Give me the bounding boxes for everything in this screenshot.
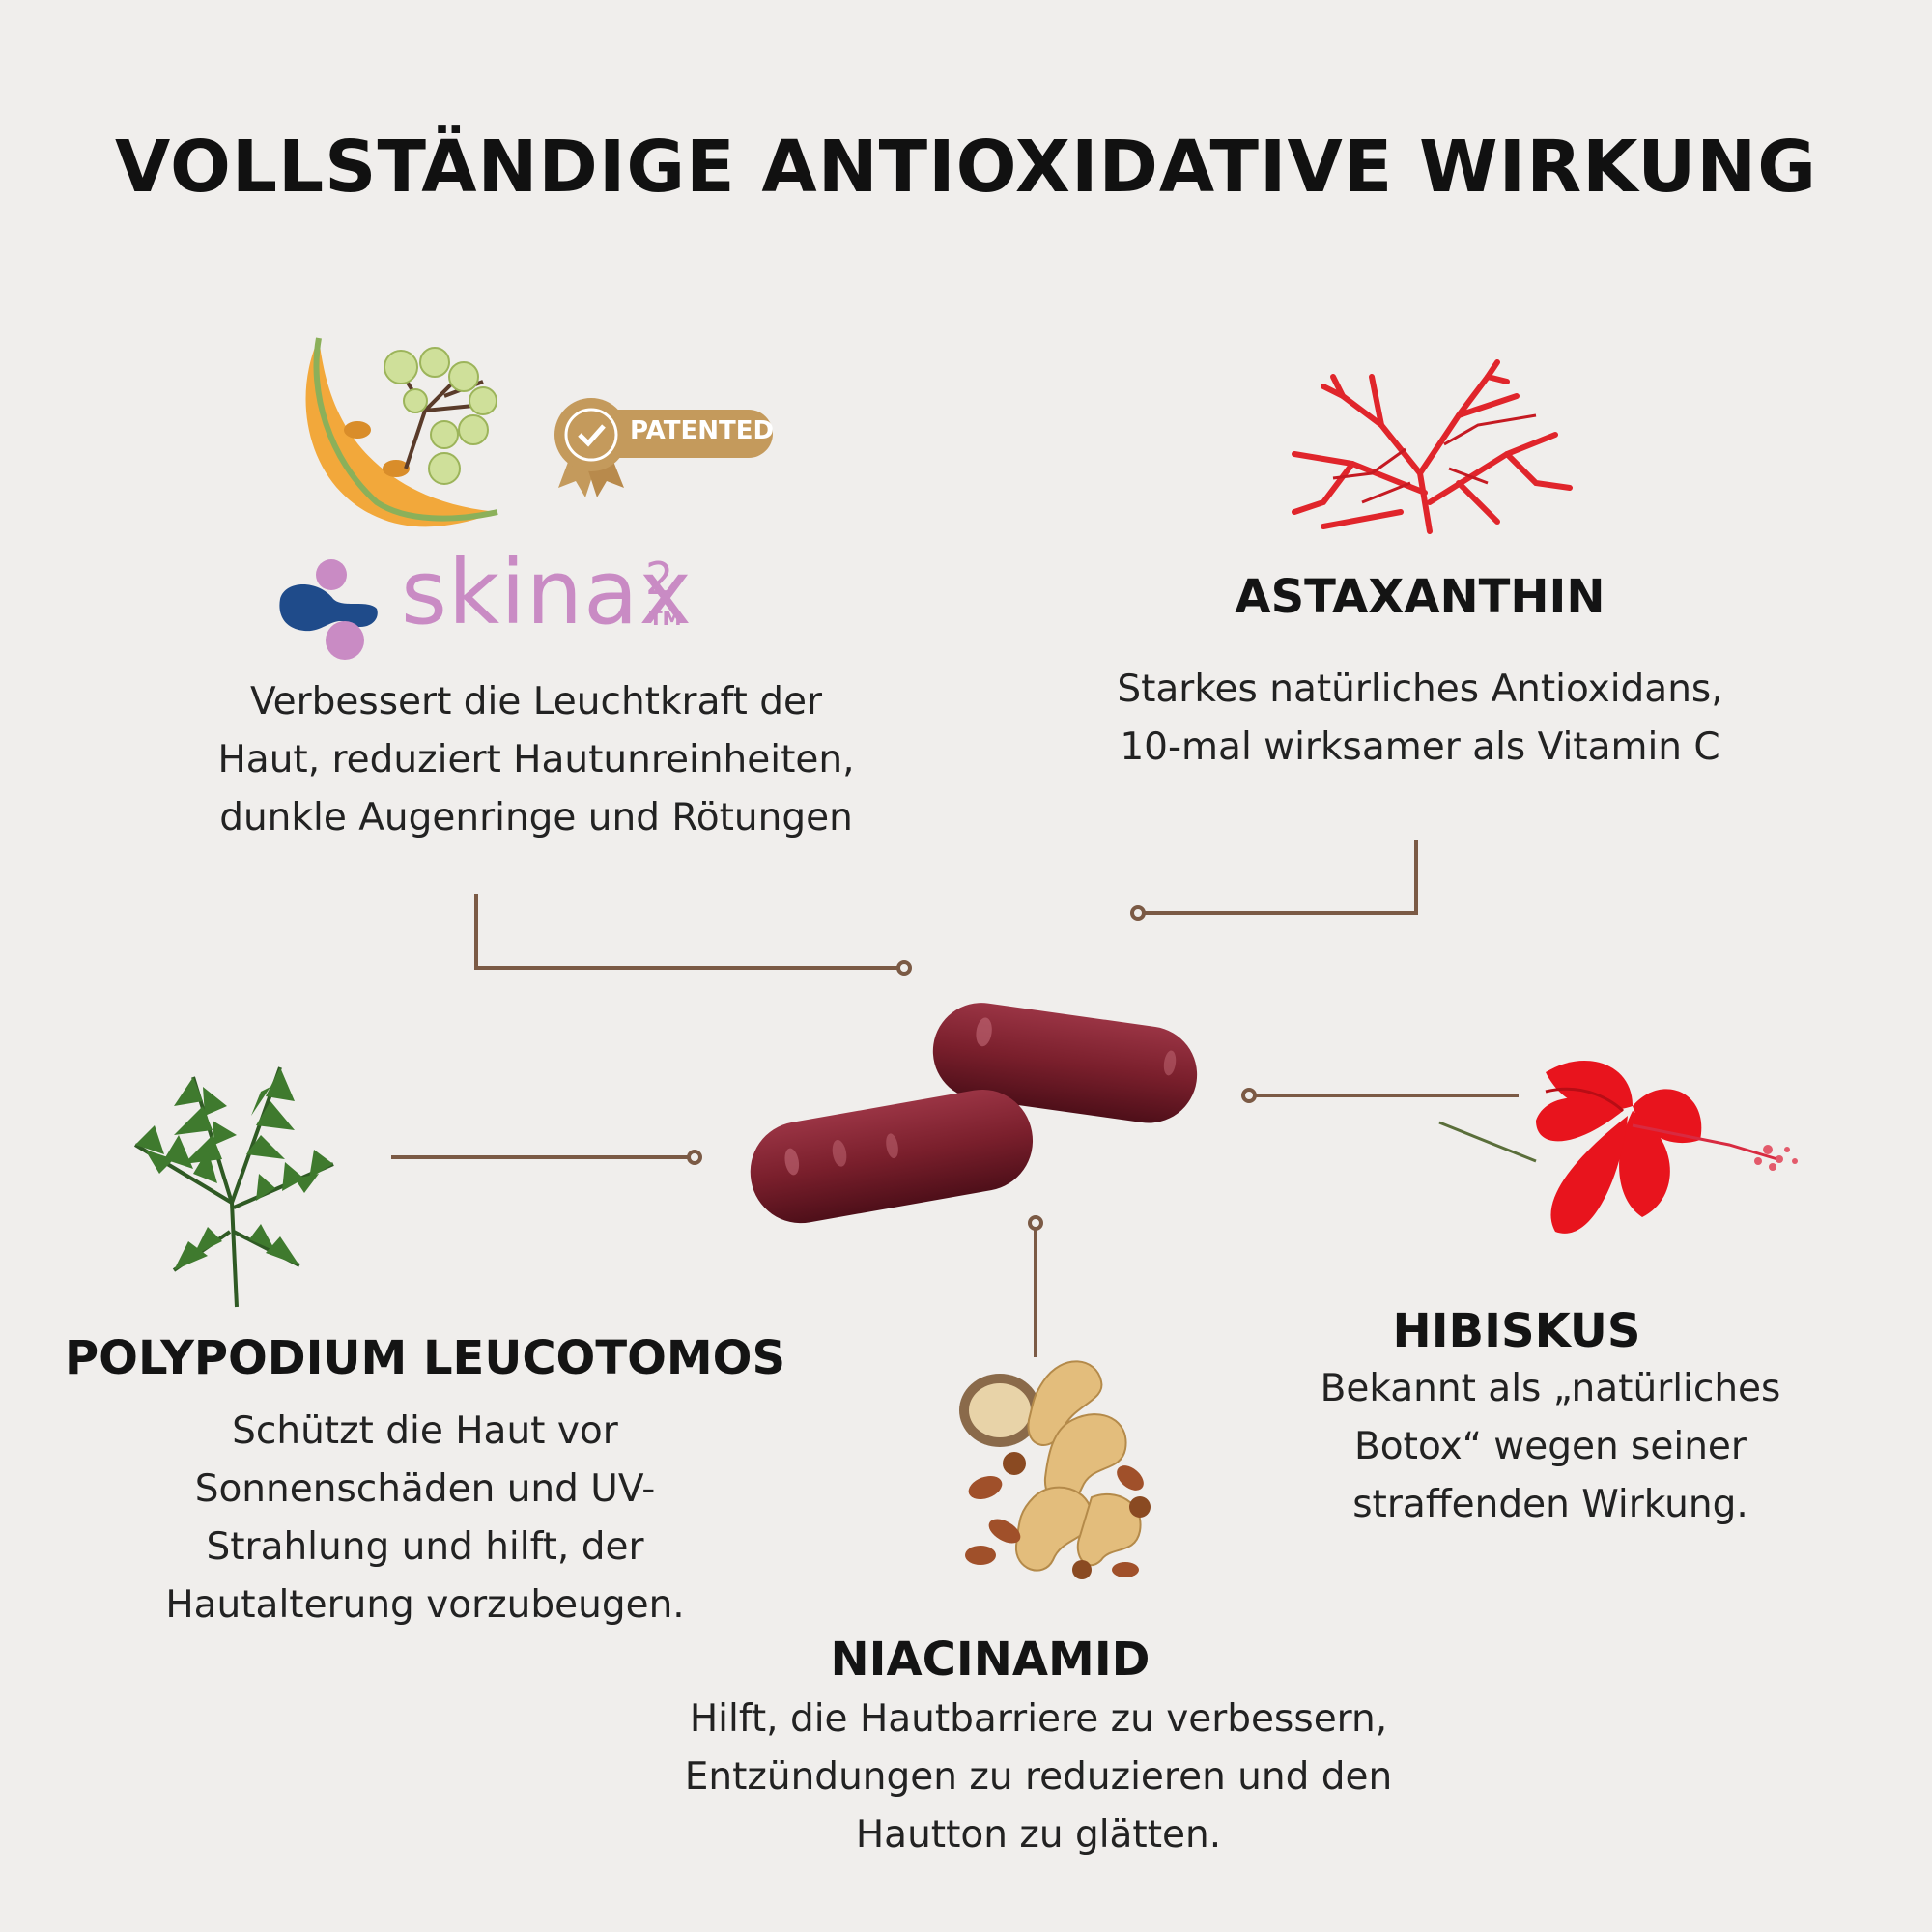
niacinamid-description: Hilft, die Hautbarriere zu verbessern, E… <box>555 1690 1521 1864</box>
nuts-icon <box>959 1360 1151 1579</box>
hibiskus-heading: HIBISKUS <box>1392 1304 1641 1358</box>
description-line: Schützt die Haut vor <box>232 1409 618 1453</box>
description-line: Haut, reduziert Hautunreinheiten, <box>217 738 855 781</box>
connector-dot <box>687 1150 702 1165</box>
skinax-logo-trademark: TM <box>649 607 682 630</box>
patented-badge-label: PATENTED <box>630 416 775 445</box>
hibiskus-description: Bekannt als „natürliches Botox“ wegen se… <box>1217 1360 1884 1534</box>
red-algae-icon <box>1292 359 1573 534</box>
polypodium-description: Schützt die Haut vor Sonnenschäden und U… <box>87 1403 763 1634</box>
skinax-logo-icon <box>279 559 378 660</box>
niacinamid-heading: NIACINAMID <box>830 1633 1151 1687</box>
astaxanthin-heading: ASTAXANTHIN <box>1235 570 1605 624</box>
skinax-logo-superscript: 2 <box>645 553 674 605</box>
description-line: dunkle Augenringe und Rötungen <box>219 796 853 839</box>
description-line: Hautalterung vorzubeugen. <box>165 1583 685 1627</box>
skinax-logo-text: skinax <box>401 541 693 644</box>
description-line: Verbessert die Leuchtkraft der <box>249 680 822 724</box>
skinax-description: Verbessert die Leuchtkraft der Haut, red… <box>135 673 937 847</box>
description-line: straffenden Wirkung. <box>1352 1483 1748 1526</box>
connector-skinax <box>474 894 898 970</box>
connector-dot <box>1130 905 1146 921</box>
description-line: Hilft, die Hautbarriere zu verbessern, <box>689 1697 1388 1741</box>
fern-icon <box>133 1066 334 1308</box>
connector-dot <box>1028 1215 1043 1231</box>
astaxanthin-description: Starkes natürliches Antioxidans, 10-mal … <box>1034 661 1806 777</box>
connector-astaxanthin <box>1145 840 1418 915</box>
description-line: 10-mal wirksamer als Vitamin C <box>1120 725 1720 769</box>
melon-grape-icon <box>305 337 498 527</box>
connector-dot <box>896 960 912 976</box>
description-line: Hautton zu glätten. <box>855 1813 1222 1857</box>
page-title: VOLLSTÄNDIGE ANTIOXIDATIVE WIRKUNG <box>115 126 1817 209</box>
description-line: Starkes natürliches Antioxidans, <box>1117 668 1723 711</box>
patented-badge-icon <box>554 398 773 497</box>
description-line: Botox“ wegen seiner <box>1354 1425 1747 1468</box>
description-line: Strahlung und hilft, der <box>206 1525 644 1569</box>
capsules-icon <box>750 1003 1198 1224</box>
description-line: Bekannt als „natürliches <box>1320 1367 1781 1410</box>
polypodium-heading: POLYPODIUM LEUCOTOMOS <box>64 1331 786 1385</box>
description-line: Sonnenschäden und UV- <box>194 1467 656 1511</box>
description-line: Entzündungen zu reduzieren und den <box>684 1755 1393 1799</box>
hibiscus-flower-icon <box>1438 1060 1798 1234</box>
connector-dot <box>1241 1088 1257 1103</box>
